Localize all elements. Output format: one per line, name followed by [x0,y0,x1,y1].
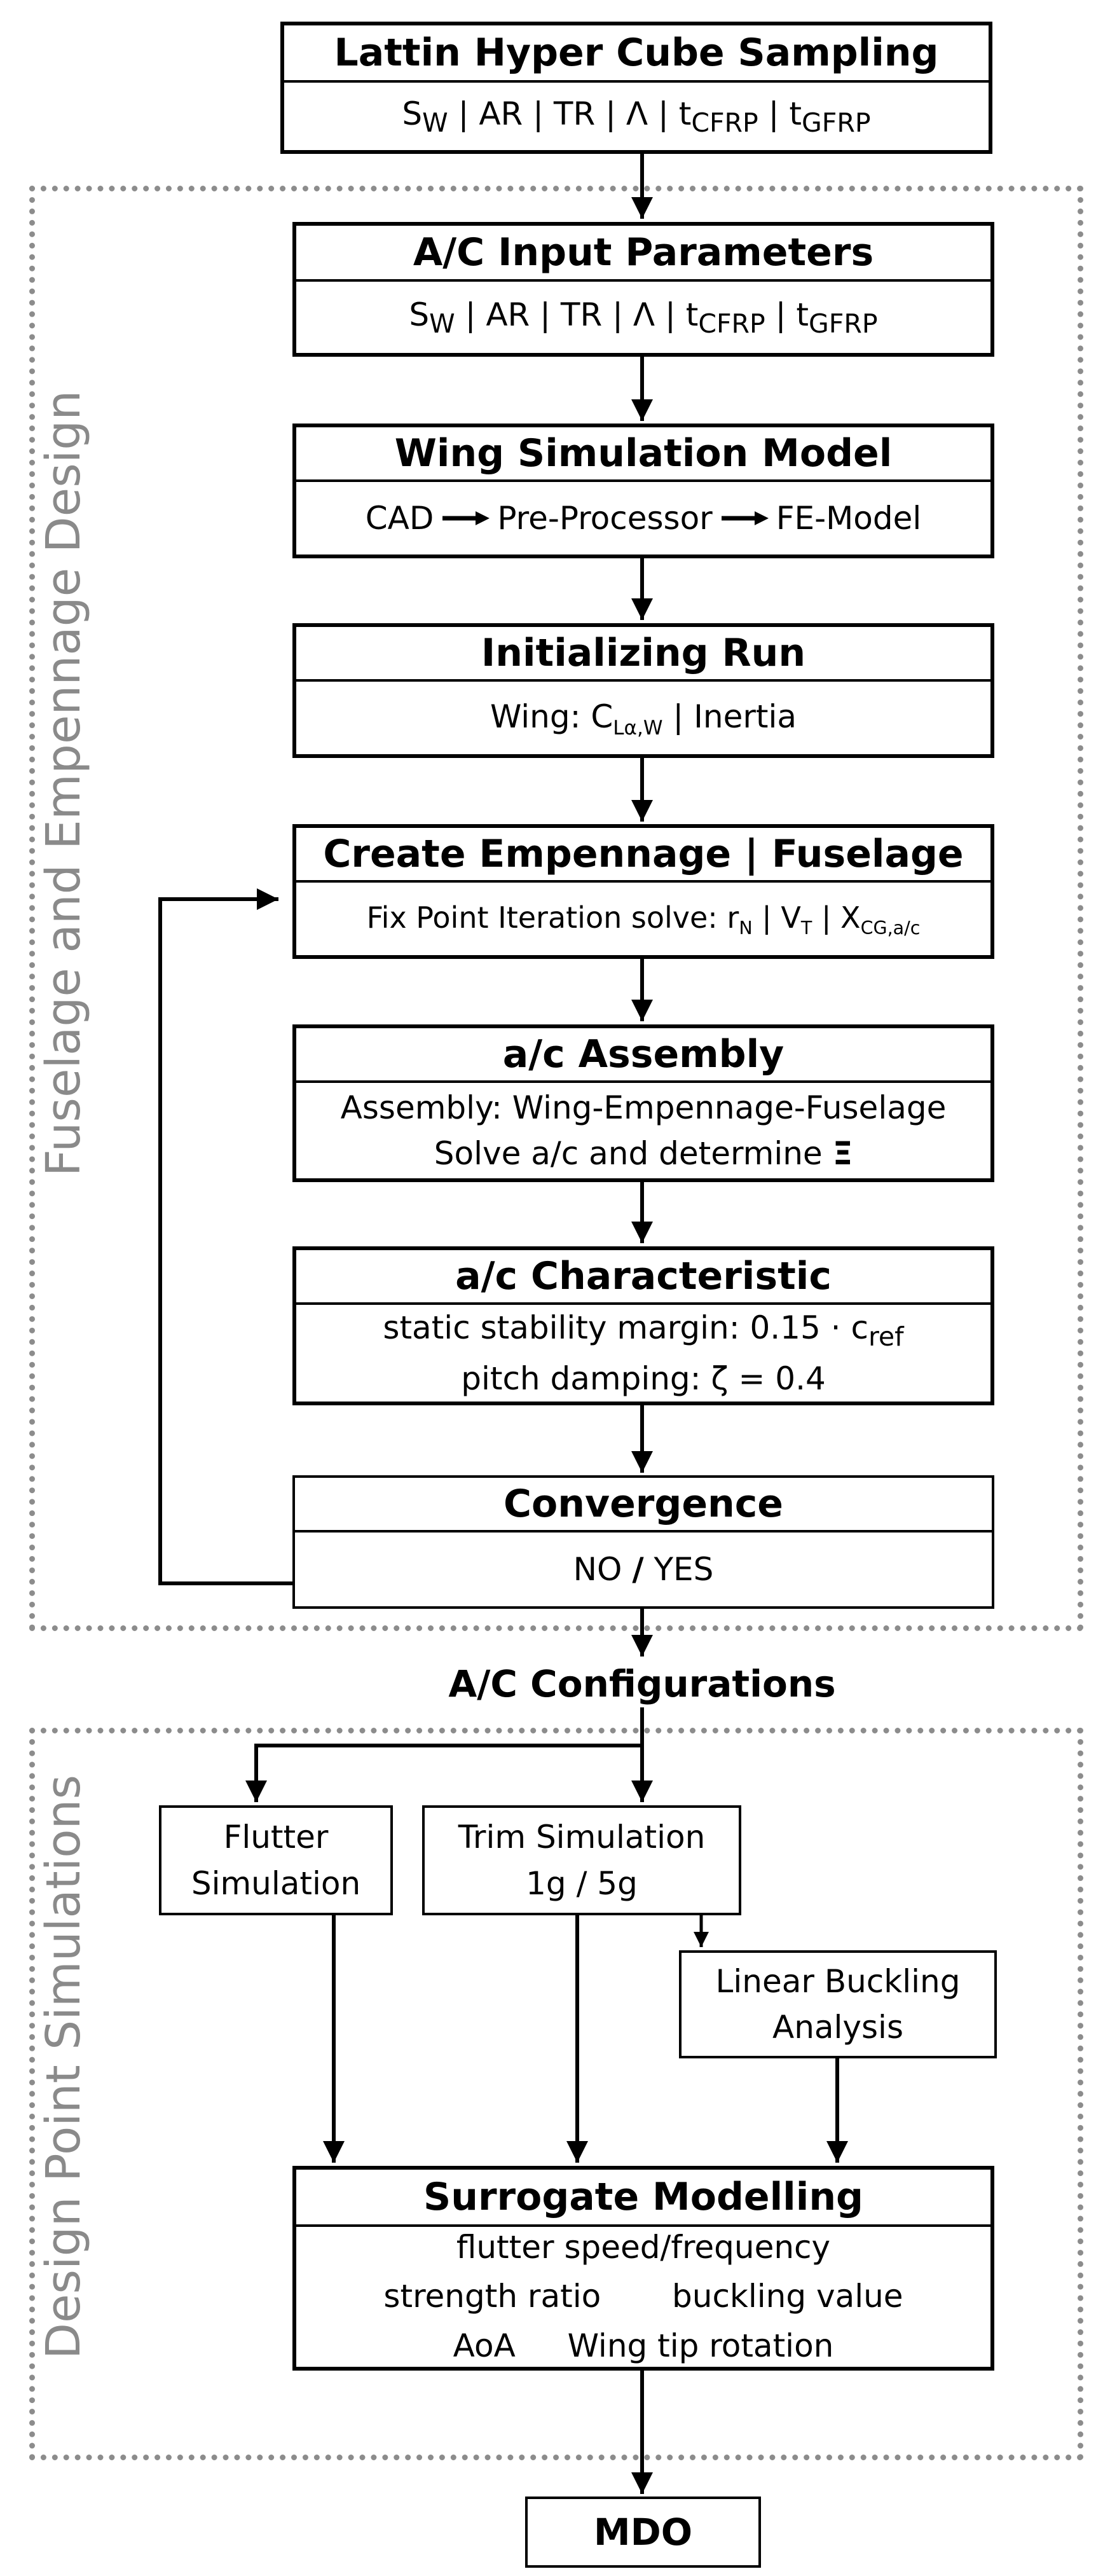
lhs-title: Lattin Hyper Cube Sampling [284,25,989,83]
pitch-damping-text: pitch damping: ζ = 0.4 [461,1360,826,1397]
linear-buckling-box: Linear Buckling Analysis [679,1950,997,2058]
surrogate-body: flutter speed/frequency strength ratio b… [296,2227,990,2367]
surrogate-title: Surrogate Modelling [296,2170,990,2227]
empennage-fuselage-box: Create Empennage | Fuselage Fix Point It… [292,824,994,959]
initializing-run-body: Wing: CLα,W | Inertia [296,682,990,754]
lhs-params: SW | AR | TR | Λ | tCFRP | tGFRP [284,83,989,150]
wing-simulation-box: Wing Simulation Model CAD Pre-Processor … [292,424,994,558]
surrogate-line-2: strength ratio buckling value [383,2278,903,2315]
assembly-box: a/c Assembly Assembly: Wing-Empennage-Fu… [292,1024,994,1182]
input-params-box: A/C Input Parameters SW | AR | TR | Λ | … [292,222,994,357]
trim-line-1: Trim Simulation [458,1819,706,1856]
characteristic-body: static stability margin: 0.15 · cref pit… [296,1305,990,1402]
initializing-run-text: Wing: CLα,W | Inertia [490,698,797,740]
convergence-body: NO / YES [295,1533,992,1606]
assembly-line-2: Solve a/c and determine Ξ [434,1135,853,1172]
convergence-options: NO / YES [573,1550,714,1588]
arrow-to-flutter [245,1744,642,1802]
characteristic-box: a/c Characteristic static stability marg… [292,1246,994,1405]
surrogate-modelling-box: Surrogate Modelling flutter speed/freque… [292,2166,994,2371]
assembly-body: Assembly: Wing-Empennage-Fuselage Solve … [296,1083,990,1178]
lhs-param-list: SW | AR | TR | Λ | tCFRP | tGFRP [402,95,871,138]
trim-simulation-box: Trim Simulation 1g / 5g [422,1805,741,1915]
flutter-line-2: Simulation [191,1864,361,1902]
wing-simulation-body: CAD Pre-Processor FE-Model [296,482,990,554]
lhs-box: Lattin Hyper Cube Sampling SW | AR | TR … [280,22,992,154]
empennage-fuselage-title: Create Empennage | Fuselage [296,828,990,883]
buckling-line-1: Linear Buckling [715,1962,961,2000]
input-params-body: SW | AR | TR | Λ | tCFRP | tGFRP [296,282,990,353]
xi-symbol: Ξ [832,1135,853,1172]
assembly-title: a/c Assembly [296,1028,990,1083]
convergence-box: Convergence NO / YES [292,1475,994,1609]
arrow-right-icon [442,511,490,525]
convergence-title: Convergence [295,1478,992,1533]
flutter-simulation-box: Flutter Simulation [159,1805,393,1915]
arrow-right-icon [721,511,769,525]
mdo-label: MDO [593,2510,693,2554]
surrogate-line-3: AoA Wing tip rotation [453,2327,834,2364]
empennage-fuselage-body: Fix Point Iteration solve: rN | VT | XCG… [296,883,990,955]
flutter-line-1: Flutter [223,1819,329,1856]
configurations-label: A/C Configurations [448,1662,836,1705]
surrogate-line-1: flutter speed/frequency [456,2228,831,2266]
stability-margin-text: static stability margin: 0.15 · cref [383,1309,904,1352]
trim-line-2: 1g / 5g [526,1864,638,1902]
wing-simulation-title: Wing Simulation Model [296,427,990,482]
assembly-line-1: Assembly: Wing-Empennage-Fuselage [340,1089,947,1126]
fix-point-iteration-text: Fix Point Iteration solve: rN | VT | XCG… [366,900,921,939]
characteristic-title: a/c Characteristic [296,1250,990,1305]
initializing-run-box: Initializing Run Wing: CLα,W | Inertia [292,623,994,758]
initializing-run-title: Initializing Run [296,627,990,682]
fuselage-empennage-group [29,186,1083,1631]
design-point-group [29,1728,1083,2460]
input-params-title: A/C Input Parameters [296,226,990,282]
wing-simulation-pipeline: CAD Pre-Processor FE-Model [365,499,922,537]
mdo-box: MDO [525,2497,761,2568]
buckling-line-2: Analysis [772,2009,903,2046]
input-param-list: SW | AR | TR | Λ | tCFRP | tGFRP [409,296,878,339]
feedback-loop-arrow [158,888,292,1585]
